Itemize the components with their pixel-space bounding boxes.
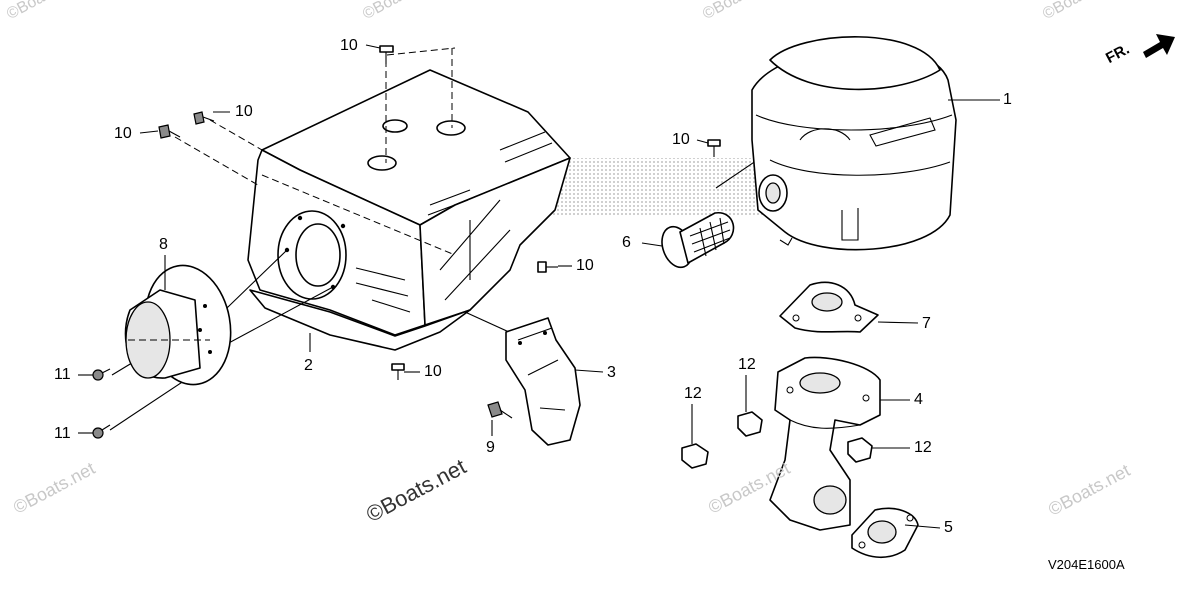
screw-11-upper[interactable]	[92, 368, 111, 381]
bolt-10-mid[interactable]	[537, 261, 558, 273]
part-5-gasket[interactable]	[851, 507, 919, 559]
bolt-10-left-lower[interactable]	[158, 124, 181, 139]
nut-12-middle[interactable]	[737, 411, 763, 437]
callout-12-right: 12	[914, 439, 932, 456]
callout-8: 8	[159, 236, 168, 253]
callout-9: 9	[486, 439, 495, 456]
screw-11-lower[interactable]	[92, 424, 111, 439]
bolt-10-top[interactable]	[379, 45, 394, 64]
callout-10-left-lower: 10	[114, 125, 132, 142]
diagram-code: V204E1600A	[1048, 557, 1125, 572]
bolt-10-bottom[interactable]	[391, 363, 405, 380]
callout-2: 2	[304, 357, 313, 374]
part-2-muffler-protector[interactable]	[247, 69, 571, 351]
bolt-10-right[interactable]	[707, 139, 721, 157]
callout-5: 5	[944, 519, 953, 536]
part-3-bracket[interactable]	[505, 317, 581, 446]
callout-10-top: 10	[340, 37, 358, 54]
bolt-9[interactable]	[487, 401, 513, 419]
part-7-gasket[interactable]	[779, 281, 879, 333]
callout-10-left-upper: 10	[235, 103, 253, 120]
callout-10-bottom: 10	[424, 363, 442, 380]
callout-10-right: 10	[672, 131, 690, 148]
callout-1: 1	[1003, 91, 1012, 108]
callout-12-left: 12	[684, 385, 702, 402]
front-direction-arrow	[1143, 34, 1175, 58]
callout-12-middle: 12	[738, 356, 756, 373]
part-1-muffler[interactable]	[751, 36, 957, 251]
callout-7: 7	[922, 315, 931, 332]
part-6-spark-arrester[interactable]	[657, 212, 735, 272]
callout-11-upper: 11	[54, 366, 71, 383]
part-8-end-cap[interactable]	[124, 259, 239, 392]
callout-11-lower: 11	[54, 425, 71, 442]
callout-6: 6	[622, 234, 631, 251]
callout-3: 3	[607, 364, 616, 381]
bolt-10-left-upper[interactable]	[193, 111, 215, 125]
part-4-exhaust-pipe[interactable]	[769, 356, 881, 531]
nut-12-left[interactable]	[681, 443, 709, 469]
callout-10-mid: 10	[576, 257, 594, 274]
callout-4: 4	[914, 391, 923, 408]
nut-12-right[interactable]	[847, 437, 873, 463]
